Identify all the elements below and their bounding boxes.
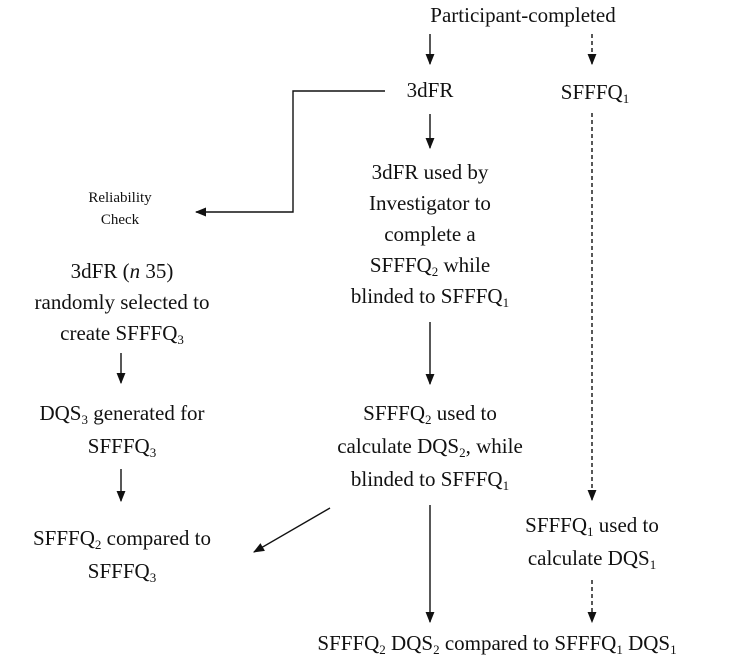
investigator-line4-sub: 2: [431, 264, 439, 279]
final-s3: 1: [616, 642, 623, 657]
investigator-line4-rest: while: [438, 253, 491, 277]
compare23-node: SFFFQ2 compared to SFFFQ3: [4, 522, 240, 588]
final-s4: 1: [670, 642, 677, 657]
dqs2-line3-sub: 1: [502, 478, 510, 493]
investigator-line5-sub: 1: [502, 295, 510, 310]
final-p4: DQS: [622, 631, 671, 655]
participant-completed-node: Participant-completed: [378, 2, 668, 28]
random-line1-pre: 3dFR (: [70, 259, 130, 283]
dqs1-line2-pre: calculate DQS: [527, 546, 650, 570]
random-line3: create SFFFQ3: [4, 318, 240, 349]
random-line2: randomly selected to: [34, 290, 210, 314]
dqs2-line1: SFFFQ2 used to: [310, 397, 550, 430]
arrow-dqs2-to-compare23: [253, 507, 331, 553]
investigator-node: 3dFR used by Investigator to complete a …: [320, 157, 540, 312]
dqs2-line2-sub: 2: [459, 445, 466, 460]
dqs2-line1-post: used to: [431, 401, 497, 425]
investigator-line4-base: SFFFQ: [369, 253, 432, 277]
investigator-line1: 3dFR used by: [371, 160, 489, 184]
final-p2: DQS: [385, 631, 434, 655]
compare23-line1-pre: SFFFQ: [32, 526, 95, 550]
random-line1: 3dFR (n 35): [4, 256, 240, 287]
investigator-line5: blinded to SFFFQ1: [320, 281, 540, 312]
arrow-3dfr-to-reliability: [194, 90, 385, 217]
dqs2-line1-pre: SFFFQ: [363, 401, 426, 425]
dqs3-node: DQS3 generated for SFFFQ3: [4, 397, 240, 463]
final-comparison-node: SFFFQ2 DQS2 compared to SFFFQ1 DQS1: [262, 630, 732, 656]
dqs1-line2: calculate DQS1: [502, 542, 682, 575]
final-s1: 2: [379, 642, 386, 657]
sfffq1-sub: 1: [622, 91, 630, 106]
random-line3-sub: 3: [177, 332, 184, 347]
compare23-line1-post: compared to: [101, 526, 211, 550]
sfffq1-base: SFFFQ: [560, 80, 623, 104]
investigator-line2: Investigator to: [369, 191, 491, 215]
dqs2-line2-pre: calculate DQS: [337, 434, 460, 458]
reliability-line2: Check: [100, 212, 140, 228]
compare23-line2: SFFFQ3: [4, 555, 240, 588]
dqs3-line1-sub: 3: [81, 412, 88, 427]
final-s2: 2: [433, 642, 440, 657]
dqs3-line2-sub: 3: [149, 445, 157, 460]
3dfr-node: 3dFR: [385, 77, 475, 103]
participant-completed-label: Participant-completed: [430, 3, 616, 27]
dqs2-line2: calculate DQS2, while: [310, 430, 550, 463]
dqs1-line1-pre: SFFFQ: [525, 513, 588, 537]
dqs1-line1: SFFFQ1 used to: [502, 509, 682, 542]
final-p1: SFFFQ: [317, 631, 380, 655]
dqs2-line3: blinded to SFFFQ1: [310, 463, 550, 496]
compare23-line1-sub: 2: [94, 537, 102, 552]
dqs3-line1: DQS3 generated for: [4, 397, 240, 430]
dqs2-line3-pre: blinded to SFFFQ: [350, 467, 503, 491]
dqs3-line2-pre: SFFFQ: [87, 434, 150, 458]
investigator-line4: SFFFQ2 while: [320, 250, 540, 281]
compare23-line2-pre: SFFFQ: [87, 559, 150, 583]
compare23-line1: SFFFQ2 compared to: [4, 522, 240, 555]
investigator-line3: complete a: [384, 222, 476, 246]
sfffq1-node: SFFFQ1: [540, 79, 650, 105]
3dfr-label: 3dFR: [406, 78, 454, 102]
reliability-line1: Reliability: [88, 190, 152, 206]
dqs1-node: SFFFQ1 used to calculate DQS1: [502, 509, 682, 575]
dqs3-line1-post: generated for: [87, 401, 205, 425]
dqs1-line1-sub: 1: [587, 524, 594, 539]
investigator-line5-pre: blinded to SFFFQ: [350, 284, 503, 308]
dqs1-line1-post: used to: [593, 513, 659, 537]
reliability-check-node: Reliability Check: [60, 187, 180, 231]
dqs2-line2-post: , while: [465, 434, 523, 458]
random-line3-pre: create SFFFQ: [60, 321, 178, 345]
random-select-node: 3dFR (n 35) randomly selected to create …: [4, 256, 240, 349]
dqs3-line2: SFFFQ3: [4, 430, 240, 463]
random-line1-post: 35): [140, 259, 174, 283]
dqs2-line1-sub: 2: [425, 412, 432, 427]
dqs2-node: SFFFQ2 used to calculate DQS2, while bli…: [310, 397, 550, 496]
dqs1-line2-sub: 1: [649, 557, 657, 572]
final-p3: compared to SFFFQ: [439, 631, 617, 655]
random-line1-n: n: [129, 259, 141, 283]
dqs3-line1-pre: DQS: [39, 401, 82, 425]
compare23-line2-sub: 3: [149, 570, 157, 585]
